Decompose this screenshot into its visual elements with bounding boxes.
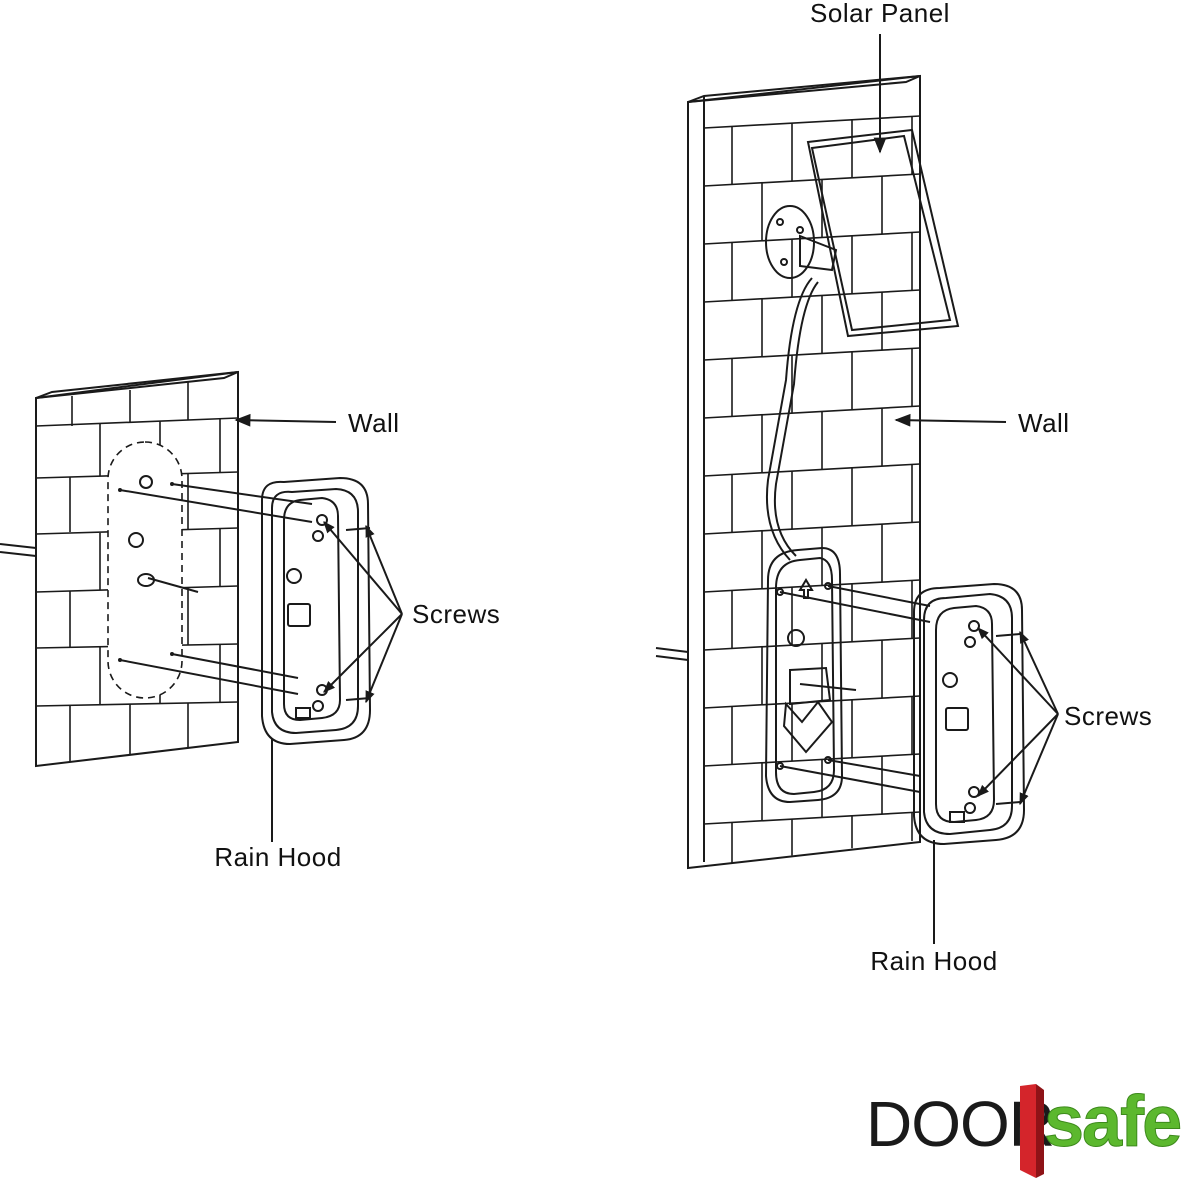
label-rain-hood-right: Rain Hood — [870, 946, 997, 976]
doorsafe-logo: DOOR safe — [866, 1082, 1183, 1178]
label-screws-left: Screws — [412, 599, 500, 629]
right-screws — [995, 633, 1021, 805]
leader-lines — [234, 34, 1059, 944]
right-rain-hood — [913, 582, 1026, 846]
logo-word-safe: safe — [1044, 1082, 1180, 1162]
label-rain-hood-left: Rain Hood — [214, 842, 341, 872]
label-wall-right: Wall — [1018, 408, 1070, 438]
label-screws-right: Screws — [1064, 701, 1152, 731]
right-mounting-plate — [655, 546, 931, 804]
label-wall-left: Wall — [348, 408, 400, 438]
right-wall — [687, 74, 921, 870]
label-solar-panel: Solar Panel — [810, 0, 950, 28]
left-wall — [0, 370, 313, 768]
solar-panel — [765, 128, 960, 561]
left-rain-hood — [261, 476, 372, 746]
logo-red-bar — [1020, 1084, 1036, 1178]
